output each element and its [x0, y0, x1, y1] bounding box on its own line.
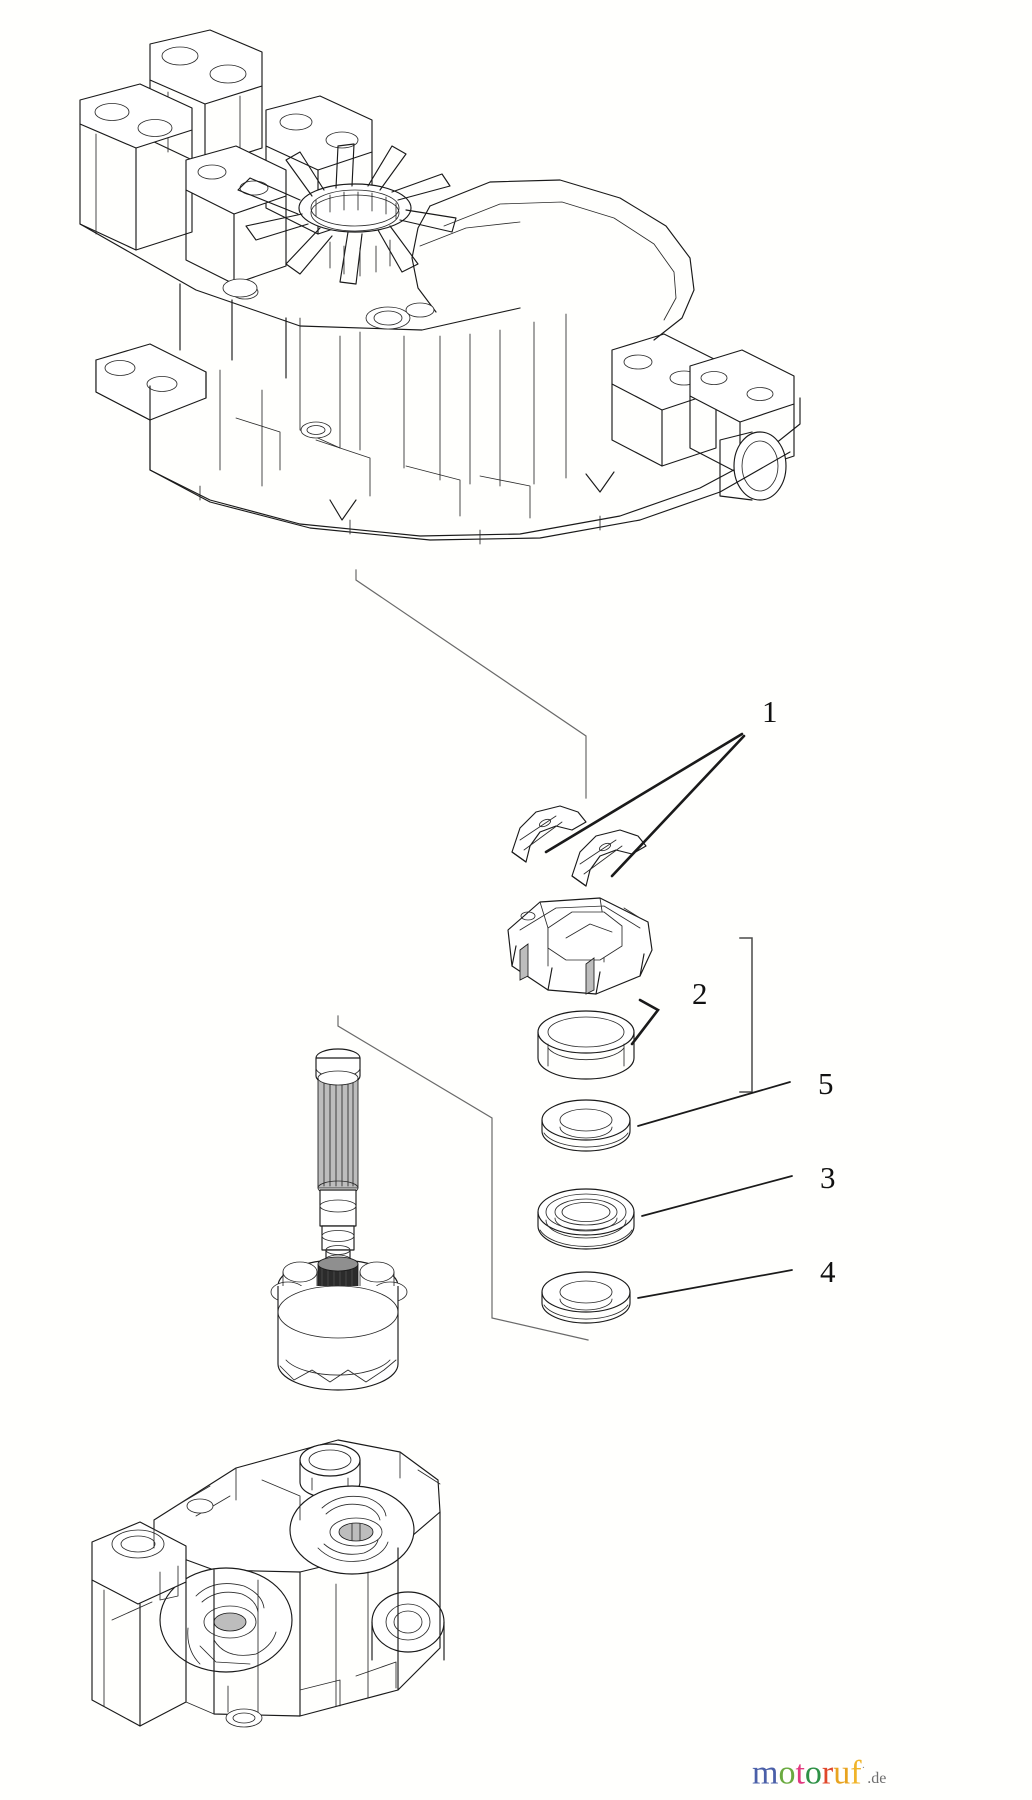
housing-main-body — [95, 179, 801, 545]
logo-letter-o1: o — [778, 1754, 796, 1792]
bearing-shell-halves-drawing — [511, 732, 746, 887]
bearing-shell-half-left — [511, 805, 587, 863]
callout-number-5: 5 — [818, 1066, 834, 1101]
housing-boss-center — [265, 95, 373, 235]
logo-letter-m: m — [752, 1754, 779, 1792]
bearing-collar-ring — [537, 1010, 635, 1080]
callout-number-2: 2 — [692, 976, 708, 1011]
valve-plate-face-left — [159, 1567, 293, 1673]
motoruf-watermark-logo: motoruf·.de — [752, 1746, 1012, 1792]
transaxle-housing-drawing — [79, 29, 801, 545]
logo-letter-r: r — [821, 1754, 834, 1792]
housing-boss-right — [185, 145, 287, 285]
callout-number-4: 4 — [820, 1254, 836, 1289]
housing-output-bore — [719, 431, 787, 501]
leader-housing-to-parts — [355, 569, 587, 799]
logo-accent-dot: · — [861, 1762, 866, 1774]
thrust-bearing — [537, 1175, 793, 1250]
logo-letter-f: f — [850, 1754, 862, 1792]
valve-housing-mount-bore-right — [371, 1591, 445, 1661]
callout-number-1: 1 — [762, 694, 778, 729]
logo-tld: .de — [867, 1770, 887, 1788]
cylinder-block-piston-assembly — [270, 1254, 408, 1391]
leader-pump-group — [337, 1015, 589, 1341]
logo-letter-o2: o — [804, 1754, 822, 1792]
valve-housing-port-boss — [299, 1443, 361, 1499]
thrust-washer-lower — [541, 1269, 793, 1324]
callout-number-3: 3 — [820, 1160, 836, 1195]
logo-letter-u: u — [833, 1754, 851, 1792]
bearing-shell-half-right — [571, 829, 647, 887]
valve-plate-face-right — [289, 1485, 415, 1575]
thrust-washer-upper — [541, 1081, 791, 1152]
splined-pump-shaft — [315, 1048, 361, 1273]
housing-fan-rotor — [237, 143, 457, 285]
swashplate-cradle-block — [507, 897, 653, 995]
valve-housing-mount-ear-left — [91, 1521, 187, 1727]
logo-letter-t: t — [795, 1754, 805, 1792]
callout-2-leader — [630, 937, 753, 1093]
center-section-valve-housing — [91, 1439, 445, 1728]
